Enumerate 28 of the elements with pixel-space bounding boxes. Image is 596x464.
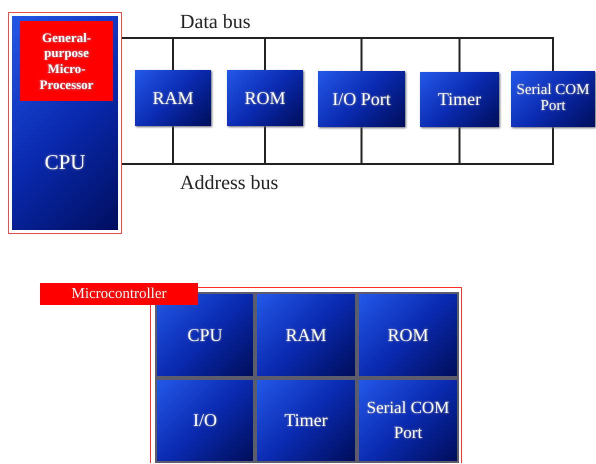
node-label: Timer [436, 90, 482, 109]
node-label: CPU [44, 151, 86, 174]
bus-label: Address bus [180, 173, 278, 193]
component-cell [357, 292, 459, 378]
component-cell [255, 378, 357, 463]
node-label: ROM [386, 324, 430, 347]
heading-tag: Microcontroller [40, 283, 198, 305]
component-box [511, 71, 595, 127]
component-cell [155, 378, 255, 463]
node-label: I/O [192, 409, 218, 432]
heading-text: General-purpose Micro-Processor [38, 30, 94, 92]
node-label: Timer [283, 409, 329, 432]
node-label: Serial COM Port [366, 396, 450, 444]
node-label: I/O Port [331, 90, 392, 108]
component-box [135, 70, 211, 126]
component-box [318, 71, 405, 127]
node-label: ROM [243, 88, 286, 108]
bus-label: Data bus [180, 12, 251, 32]
component-box [420, 72, 499, 127]
node-label: Serial COM Port [516, 83, 590, 115]
heading-tag [20, 21, 113, 101]
node-label: RAM [284, 324, 328, 347]
component-cell [357, 378, 459, 463]
processor-box [8, 12, 122, 234]
node-label: RAM [151, 88, 194, 108]
component-box [227, 70, 303, 126]
component-cell [255, 292, 357, 378]
node-label: CPU [186, 324, 224, 347]
